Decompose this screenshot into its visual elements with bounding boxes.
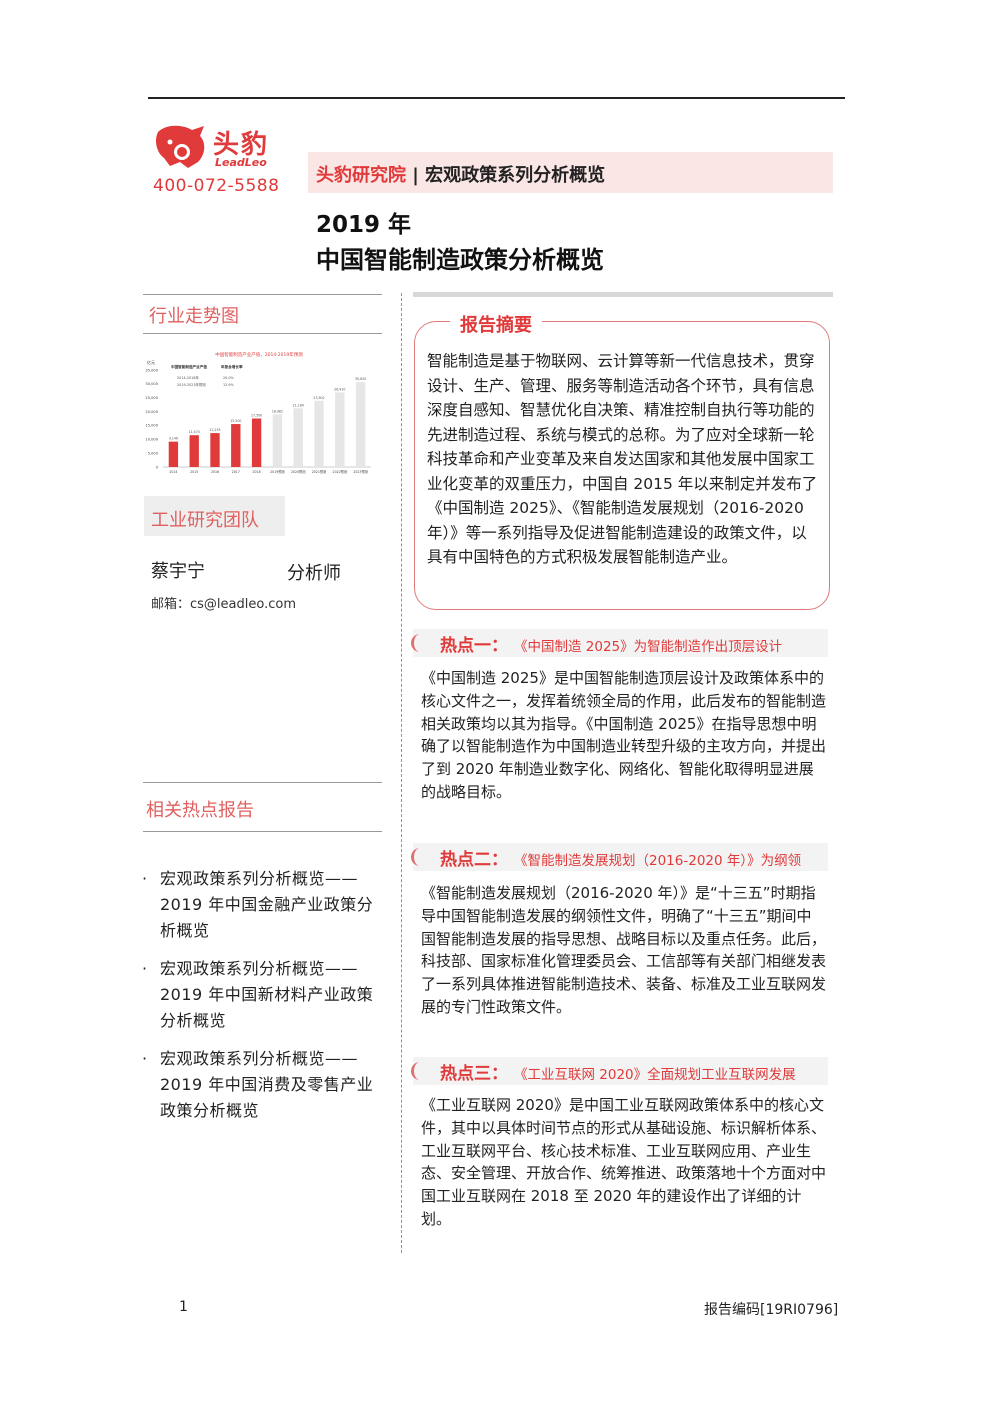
y-tick-label: 15,000 — [145, 424, 158, 428]
top-rule — [148, 97, 845, 99]
logo-english-name: LeadLeo — [215, 156, 267, 169]
x-tick-label: 2023预测 — [353, 469, 368, 474]
chart-bar — [355, 382, 366, 467]
bar-data-label: 21,184 — [293, 403, 304, 407]
y-tick-label: 10,000 — [145, 438, 158, 442]
cagr-value: 12.9% — [223, 383, 235, 387]
team-heading: 工业研究团队 — [151, 510, 259, 531]
leadleo-logo-icon — [156, 125, 205, 168]
bar-data-label: 23,902 — [313, 396, 324, 400]
y-tick-label: 5,000 — [148, 451, 159, 455]
chart-bar — [335, 392, 345, 467]
bar-data-label: 17,500 — [251, 414, 262, 418]
legend-entry: 年复合增长率 — [221, 364, 243, 369]
crescent-icon — [411, 848, 420, 866]
analyst-role: 分析师 — [287, 563, 341, 584]
crescent-icon — [411, 634, 420, 652]
cagr-value: 20.0% — [223, 376, 235, 380]
bullet-icon: · — [142, 1049, 148, 1068]
related-report-list: ·宏观政策系列分析概览——2019 年中国金融产业政策分析概览 ·宏观政策系列分… — [142, 866, 387, 1136]
chart-bar — [293, 408, 303, 467]
y-tick-label: 35,000 — [145, 368, 158, 372]
bullet-icon: · — [142, 959, 148, 978]
x-tick-label: 2016 — [211, 470, 219, 474]
related-report-item[interactable]: ·宏观政策系列分析概览——2019 年中国金融产业政策分析概览 — [142, 866, 387, 944]
crescent-icon — [411, 1062, 420, 1080]
y-tick-label: 20,000 — [145, 410, 158, 414]
y-tick-label: 0 — [156, 465, 159, 469]
bullet-icon: · — [142, 869, 148, 888]
legend-entry: 中国智能制造产业产值 — [171, 364, 207, 369]
column-divider — [401, 293, 402, 1253]
sidebar-rule — [143, 294, 382, 295]
hotspot-2-bar — [413, 843, 828, 871]
cagr-label: 2019-2023年预测 — [177, 382, 206, 387]
chart-bar — [210, 433, 220, 467]
summary-text: 智能制造是基于物联网、云计算等新一代信息技术，贯穿设计、生产、管理、服务等制造活… — [427, 352, 818, 566]
chart-bar — [189, 435, 199, 467]
chart-title: 中国智能制造产业产值，2014-2019年预测 — [215, 351, 303, 358]
trend-chart: 中国智能制造产业产值，2014-2019年预测 亿元 中国智能制造产业产值 年复合… — [145, 351, 371, 474]
x-tick-label: 2021预测 — [312, 469, 327, 474]
hotspot-2-label: 热点二： — [440, 850, 508, 870]
summary-title: 报告摘要 — [450, 311, 542, 337]
summary-box — [414, 321, 830, 610]
analyst-name: 蔡宇宁 — [151, 561, 205, 582]
related-report-item[interactable]: ·宏观政策系列分析概览——2019 年中国消费及零售产业政策分析概览 — [142, 1046, 387, 1124]
x-tick-label: 2017 — [232, 470, 240, 474]
chart-bar — [314, 400, 324, 467]
related-report-item[interactable]: ·宏观政策系列分析概览——2019 年中国新材料产业政策分析概览 — [142, 956, 387, 1034]
y-tick-label: 25,000 — [145, 396, 158, 400]
x-tick-label: 2022预测 — [333, 469, 348, 474]
summary-top-bar — [413, 292, 833, 297]
x-tick-label: 2018 — [253, 470, 261, 474]
hotspot-3-label: 热点三： — [440, 1064, 508, 1084]
hotspot-1-subtitle: 《中国制造 2025》为智能制造作出顶层设计 — [514, 639, 783, 655]
hotspot-3-subtitle: 《工业互联网 2020》全面规划工业互联网发展 — [514, 1067, 796, 1083]
logo-chinese-name: 头豹 — [213, 130, 270, 160]
sidebar-rule — [143, 782, 382, 783]
team-heading-box — [144, 496, 285, 536]
bar-data-label: 9,146 — [169, 437, 178, 441]
hotspot-2-subtitle: 《智能制造发展规划（2016-2020 年）》为纲领 — [514, 853, 802, 869]
y-tick-label: 30,000 — [145, 382, 158, 386]
report-title: 中国智能制造政策分析概览 — [316, 246, 604, 274]
banner-series: 宏观政策系列分析概览 — [425, 165, 606, 186]
report-title-year: 2019 年 — [316, 212, 412, 238]
hotspot-1-bar — [413, 629, 828, 657]
page-number: 1 — [179, 1299, 188, 1315]
x-tick-label: 2014 — [169, 470, 177, 474]
hotspot-1-label: 热点一： — [440, 636, 508, 656]
trend-heading: 行业走势图 — [149, 306, 239, 327]
related-heading: 相关热点报告 — [146, 800, 254, 821]
bar-data-label: 15,500 — [230, 419, 241, 423]
bar-data-label: 18,982 — [272, 409, 283, 413]
chart-bar — [251, 418, 262, 467]
bar-data-label: 12,233 — [209, 428, 220, 432]
hotspot-1-text: 《中国制造 2025》是中国智能制造顶层设计及政策体系中的核心文件之一，发挥着统… — [421, 669, 827, 801]
sidebar-rule — [143, 333, 382, 334]
report-code: 报告编码[19RI0796] — [704, 1302, 839, 1318]
chart-ylabel: 亿元 — [147, 359, 155, 365]
hotspot-2-text: 《智能制造发展规划（2016-2020 年）》是“十三五”时期指导中国智能制造发… — [421, 884, 827, 1016]
bar-data-label: 30,620 — [355, 377, 366, 381]
banner-separator: | — [406, 165, 426, 186]
bar-data-label: 11,474 — [189, 430, 200, 434]
chart-bar — [231, 424, 241, 467]
bar-data-label: 26,910 — [334, 387, 345, 391]
analyst-email[interactable]: 邮箱：cs@leadleo.com — [151, 597, 296, 612]
phone-number: 400-072-5588 — [153, 176, 280, 196]
x-tick-label: 2020预测 — [291, 469, 306, 474]
x-tick-label: 2015 — [190, 470, 198, 474]
hotspot-3-text: 《工业互联网 2020》是中国工业互联网政策体系中的核心文件，其中以具体时间节点… — [421, 1096, 827, 1228]
cagr-label: 2014-2018年 — [177, 375, 199, 380]
series-banner-text: 头豹研究院 | 宏观政策系列分析概览 — [316, 161, 605, 187]
series-banner — [308, 152, 833, 193]
x-tick-label: 2019预测 — [270, 469, 285, 474]
hotspot-3-bar — [413, 1057, 828, 1085]
banner-brand: 头豹研究院 — [316, 165, 406, 186]
sidebar-rule — [143, 831, 382, 832]
chart-bar — [272, 414, 283, 467]
chart-bar — [168, 441, 179, 467]
